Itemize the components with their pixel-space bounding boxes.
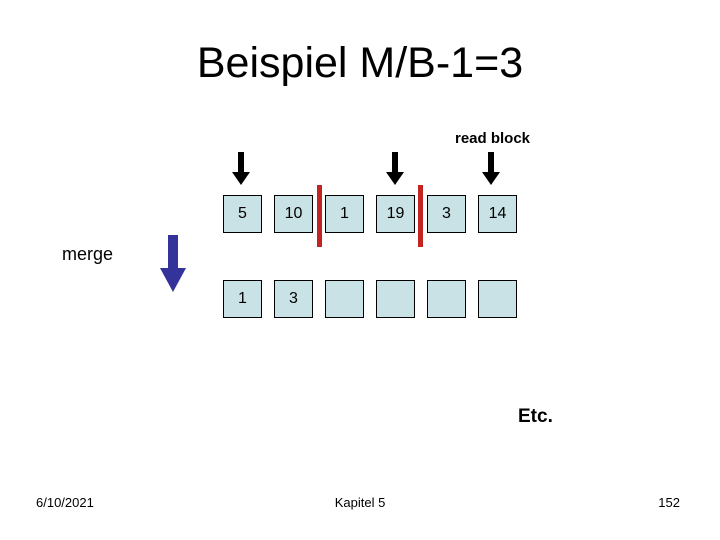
block-cell: 3 [274, 280, 313, 318]
footer-date: 6/10/2021 [36, 495, 94, 510]
run-separator-bar [317, 185, 322, 247]
block-cell: 1 [325, 195, 364, 233]
footer-page-number: 152 [658, 495, 680, 510]
block-cell [427, 280, 466, 318]
block-cell: 14 [478, 195, 517, 233]
block-cell: 19 [376, 195, 415, 233]
etc-label: Etc. [518, 406, 553, 427]
arrow-head [482, 172, 500, 185]
merge-down-arrow-icon [160, 235, 186, 292]
arrow-shaft [168, 235, 178, 268]
block-cell [376, 280, 415, 318]
arrow-shaft [238, 152, 244, 172]
read-block-label: read block [455, 130, 531, 147]
merge-label: merge [62, 244, 114, 264]
block-cell: 3 [427, 195, 466, 233]
block-cell: 5 [223, 195, 262, 233]
block-cell [478, 280, 517, 318]
read-block-down-arrow-icon [482, 152, 500, 185]
run-separator-bar [418, 185, 423, 247]
arrow-shaft [392, 152, 398, 172]
slide-title: Beispiel M/B-1=3 [196, 39, 524, 87]
footer-chapter: Kapitel 5 [334, 495, 386, 510]
block-cell [325, 280, 364, 318]
read-block-down-arrow-icon [386, 152, 404, 185]
block-cell: 1 [223, 280, 262, 318]
block-cell: 10 [274, 195, 313, 233]
read-block-down-arrow-icon [232, 152, 250, 185]
arrow-head [232, 172, 250, 185]
output-block-row: 1 3 [223, 280, 517, 318]
input-block-row: 5 10 1 19 3 14 [223, 195, 517, 233]
arrow-shaft [488, 152, 494, 172]
arrow-head [160, 268, 186, 292]
arrow-head [386, 172, 404, 185]
